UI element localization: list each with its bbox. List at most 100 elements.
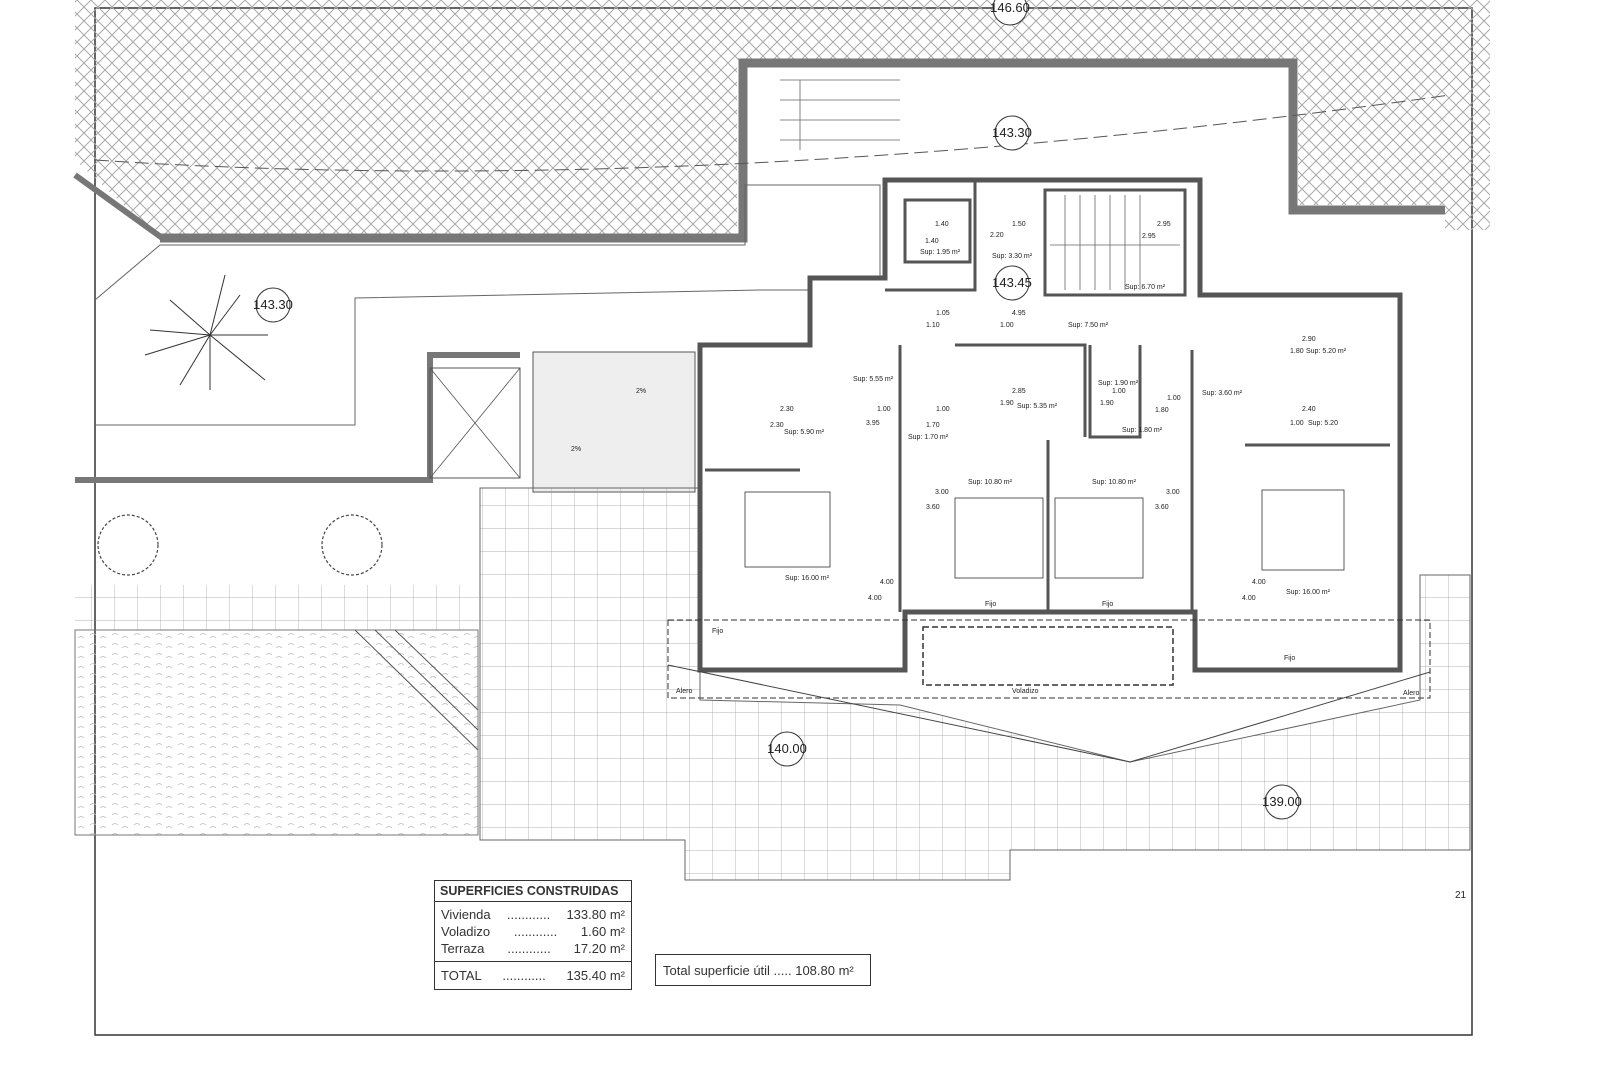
room-area: Sup: 5.55 m² xyxy=(853,376,894,383)
dimension-label: 3.60 xyxy=(926,504,940,511)
room-area: Sup: 6.70 m² xyxy=(1125,284,1166,291)
stairs xyxy=(780,79,1180,290)
level-marker: 139.00 xyxy=(1262,794,1302,809)
room-area: Sup: 16.00 m² xyxy=(1286,589,1331,596)
annotation: Fijo xyxy=(985,601,996,608)
contour-line xyxy=(94,94,1451,172)
room-area: Sup: 16.00 m² xyxy=(785,575,830,582)
annotation: Fijo xyxy=(1102,601,1113,608)
table-row: Voladizo............ 1.60 m² xyxy=(435,923,631,940)
dimension-label: 3.00 xyxy=(1166,489,1180,496)
total-useful-area: Total superficie útil ..... 108.80 m² xyxy=(655,954,871,986)
row-label: Vivienda xyxy=(441,907,491,922)
pool-edge-tiles xyxy=(75,585,480,630)
dimension-label: 1.05 xyxy=(936,310,950,317)
room-area: Sup: 3.60 m² xyxy=(1202,390,1243,397)
dimension-label: 2.20 xyxy=(990,232,1004,239)
dimension-label: 1.00 xyxy=(1000,322,1014,329)
skylight xyxy=(429,367,521,479)
terrace-tiles xyxy=(479,487,1471,881)
house-walls xyxy=(697,177,1403,673)
room-labels: Sup: 1.95 m² Sup: 3.30 m² Sup: 6.70 m² S… xyxy=(784,249,1347,596)
voladizo-outline xyxy=(922,626,1174,686)
roof-slope xyxy=(532,351,696,493)
total-label: TOTAL xyxy=(441,968,482,983)
annotations: Fijo Fijo Fijo Fijo Alero Alero Voladizo… xyxy=(676,601,1467,901)
dimension-label: 1.80 xyxy=(1155,407,1169,414)
dimension-labels: 1.401.401.502.202.952.951.051.104.951.00… xyxy=(770,221,1316,602)
dimension-label: 4.95 xyxy=(1012,310,1026,317)
skylight-cross xyxy=(429,367,521,479)
terrain-hatch xyxy=(75,0,1490,238)
dimension-label: 1.00 xyxy=(1167,395,1181,402)
retaining-wall xyxy=(160,58,1445,243)
dimension-label: 1.00 xyxy=(1290,420,1304,427)
row-label: Voladizo xyxy=(441,924,491,939)
dimension-label: 1.70 xyxy=(926,422,940,429)
row-dots: ............ xyxy=(506,907,551,922)
row-label: Terraza xyxy=(441,941,485,956)
terrace-edge xyxy=(667,664,1431,763)
annotation: Alero xyxy=(1403,690,1419,697)
dimension-label: 2.85 xyxy=(1012,388,1026,395)
shrub-icon xyxy=(321,514,383,576)
annotation: Fijo xyxy=(712,628,723,635)
dimension-label: 1.10 xyxy=(926,322,940,329)
row-dots: ............ xyxy=(507,941,551,956)
room-area: Sup: 5.20 xyxy=(1308,420,1338,427)
garden-path xyxy=(94,184,881,426)
dimension-label: 3.95 xyxy=(866,420,880,427)
room-area: Sup: 5.35 m² xyxy=(1017,403,1058,410)
dimension-label: 3.00 xyxy=(935,489,949,496)
dimension-label: 1.90 xyxy=(1100,400,1114,407)
table-row: Terraza............ 17.20 m² xyxy=(435,940,631,957)
total-value: 135.40 m² xyxy=(566,968,625,983)
dimension-label: 1.00 xyxy=(936,406,950,413)
dimension-label: 3.60 xyxy=(1155,504,1169,511)
row-value: 17.20 m² xyxy=(573,941,625,956)
dimension-label: 1.00 xyxy=(1112,388,1126,395)
palm-tree-icon xyxy=(144,274,268,390)
row-dots: ............ xyxy=(513,924,558,939)
table-row: Vivienda............133.80 m² xyxy=(435,906,631,923)
total-dots: ............ xyxy=(502,968,546,983)
dimension-label: 1.90 xyxy=(1000,400,1014,407)
slope-label: 2% xyxy=(636,388,646,395)
annotation: Voladizo xyxy=(1012,688,1039,695)
pool-steps xyxy=(354,629,479,751)
level-marker: 140.00 xyxy=(767,741,807,756)
dimension-label: 4.00 xyxy=(1252,579,1266,586)
room-area: Sup: 3.30 m² xyxy=(992,253,1033,260)
room-area: Sup: 5.90 m² xyxy=(784,429,825,436)
dimension-label: 2.30 xyxy=(770,422,784,429)
annotation: Alero xyxy=(676,688,692,695)
dimension-label: 1.50 xyxy=(1012,221,1026,228)
level-markers: 146.60 143.30 143.30 143.45 140.00 139.0… xyxy=(253,0,1302,820)
row-value: 1.60 m² xyxy=(580,924,625,939)
room-area: Sup: 1.80 m² xyxy=(1122,427,1163,434)
room-area: Sup: 10.80 m² xyxy=(968,479,1013,486)
dimension-label: 2.30 xyxy=(780,406,794,413)
level-marker: 143.45 xyxy=(992,275,1032,290)
room-area: Sup: 1.70 m² xyxy=(908,434,949,441)
annotation: Fijo xyxy=(1284,655,1295,662)
dimension-label: 1.40 xyxy=(925,238,939,245)
dimension-label: 1.00 xyxy=(877,406,891,413)
level-marker: 143.30 xyxy=(253,297,293,312)
room-area: Sup: 1.95 m² xyxy=(920,249,961,256)
annotation: 21 xyxy=(1455,890,1467,901)
interior-walls xyxy=(705,180,1390,612)
superficies-table: SUPERFICIES CONSTRUIDAS Vivienda........… xyxy=(434,880,632,990)
room-area: Sup: 10.80 m² xyxy=(1092,479,1137,486)
level-marker: 146.60 xyxy=(990,0,1030,15)
slope-label: 2% xyxy=(571,446,581,453)
dimension-label: 4.00 xyxy=(868,595,882,602)
level-marker: 143.30 xyxy=(992,125,1032,140)
table-title: SUPERFICIES CONSTRUIDAS xyxy=(435,881,631,902)
planter-wall xyxy=(75,352,520,483)
dimension-label: 2.90 xyxy=(1302,336,1316,343)
dimension-label: 2.40 xyxy=(1302,406,1316,413)
retaining-wall-diag xyxy=(73,172,167,243)
beds xyxy=(744,489,1345,579)
